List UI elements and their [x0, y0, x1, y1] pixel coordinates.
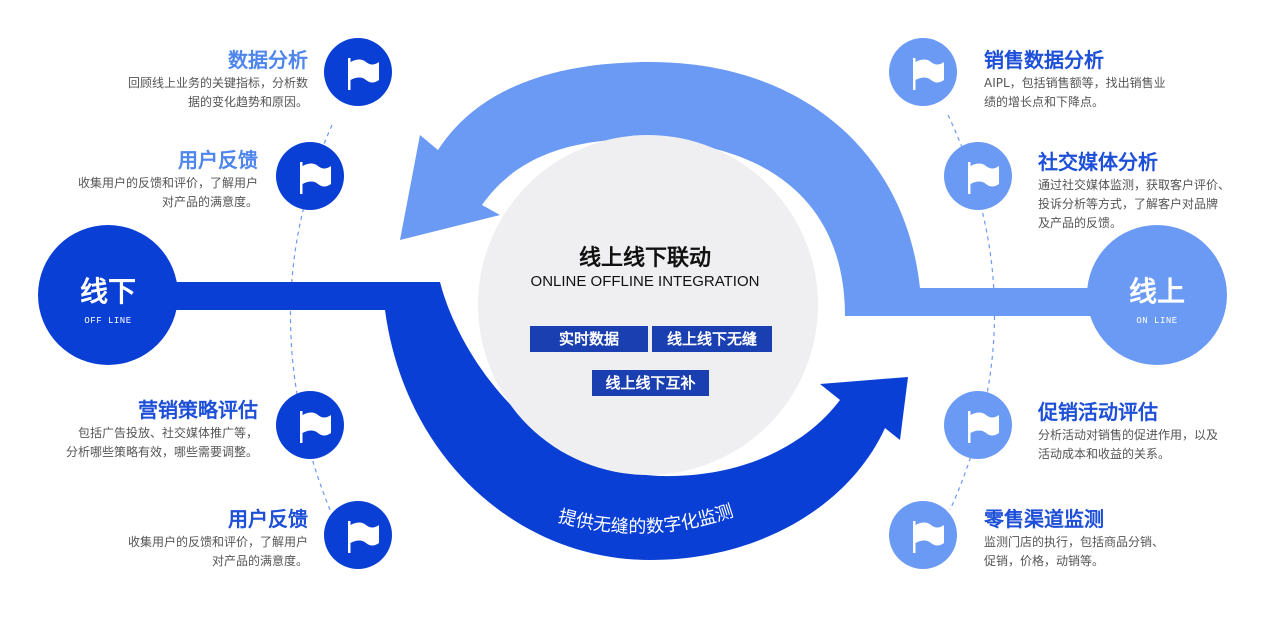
left-item-1-desc: 回顾线上业务的关键指标，分析数据的变化趋势和原因。 — [127, 76, 308, 109]
right-item-1-title: 销售数据分析 — [984, 48, 1104, 72]
right-icon-4 — [889, 501, 957, 569]
tag-complementary: 线上线下互补 — [592, 370, 709, 396]
bottom-curved-arrow — [170, 282, 908, 560]
right-item-1-desc: AIPL，包括销售额等，找出销售业绩的增长点和下降点。 — [984, 76, 1166, 109]
center-subtitle: ONLINE OFFLINE INTEGRATION — [530, 273, 760, 290]
online-hub-title: 线上 — [1128, 275, 1185, 308]
flag-icon — [968, 411, 999, 443]
center-circle — [478, 135, 818, 475]
flag-icon — [913, 521, 944, 553]
left-item-4-title: 用户反馈 — [228, 507, 308, 531]
right-item-3-title: 促销活动评估 — [1038, 400, 1158, 424]
offline-hub-subtitle: OFF LINE — [84, 316, 132, 326]
left-icon-2 — [276, 142, 344, 210]
left-item-4-desc: 收集用户的反馈和评价，了解用户对产品的满意度。 — [127, 535, 308, 568]
right-icon-3 — [944, 391, 1012, 459]
left-item-2-desc: 收集用户的反馈和评价，了解用户对产品的满意度。 — [77, 176, 258, 209]
offline-hub-title: 线下 — [79, 275, 136, 308]
flag-icon — [300, 411, 331, 443]
right-item-2-title: 社交媒体分析 — [1038, 150, 1158, 174]
flag-icon — [968, 162, 999, 194]
right-icon-2 — [944, 142, 1012, 210]
top-curved-arrow — [400, 62, 1110, 316]
right-icon-1 — [889, 38, 957, 106]
offline-hub — [38, 225, 178, 365]
left-icon-3 — [276, 391, 344, 459]
left-icon-4 — [324, 501, 392, 569]
left-item-2-title: 用户反馈 — [178, 148, 258, 172]
online-hub — [1087, 225, 1227, 365]
tag-seamless: 线上线下无缝 — [652, 326, 772, 352]
right-item-2-desc: 通过社交媒体监测，获取客户评价、投诉分析等方式，了解客户对品牌及产品的反馈。 — [1038, 178, 1231, 230]
left-item-3-desc: 包括广告投放、社交媒体推广等，分析哪些策略有效，哪些需要调整。 — [65, 426, 258, 459]
center-title: 线上线下联动 — [578, 246, 711, 271]
right-item-4-desc: 监测门店的执行，包括商品分销、促销，价格，动销等。 — [984, 535, 1165, 568]
right-item-3-desc: 分析活动对销售的促进作用，以及活动成本和收益的关系。 — [1038, 428, 1219, 461]
left-icon-1 — [324, 38, 392, 106]
tag-realtime-data: 实时数据 — [530, 326, 648, 352]
flag-icon — [913, 58, 944, 90]
left-item-3-title: 营销策略评估 — [138, 398, 258, 422]
online-hub-subtitle: ON LINE — [1136, 316, 1178, 326]
flag-icon — [348, 58, 379, 90]
left-item-1-title: 数据分析 — [228, 48, 308, 72]
flag-icon — [348, 521, 379, 553]
flag-icon — [300, 162, 331, 194]
right-item-4-title: 零售渠道监测 — [984, 507, 1104, 531]
